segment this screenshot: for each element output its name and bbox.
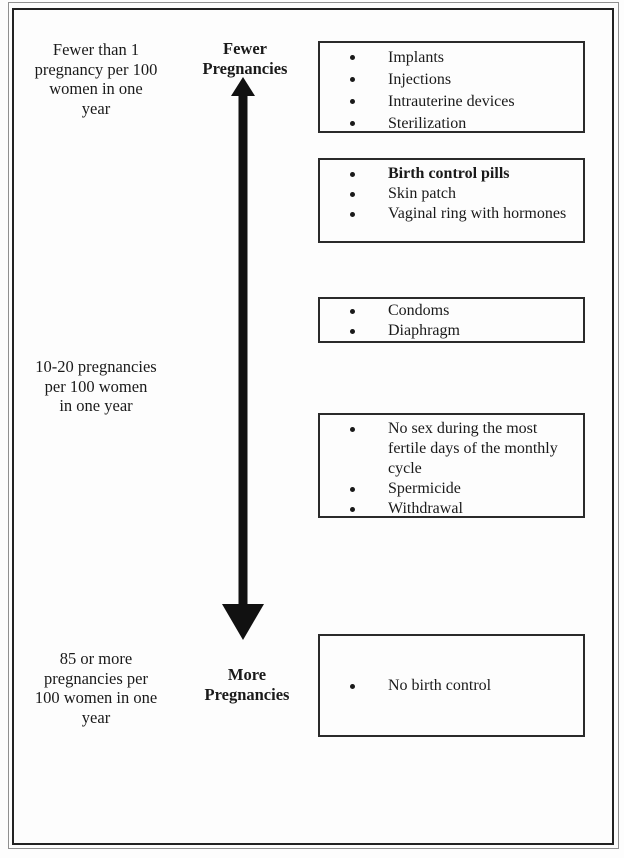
- method-list: Condoms Diaphragm: [320, 301, 583, 341]
- list-item: Diaphragm: [320, 321, 583, 341]
- method-label: Spermicide: [388, 480, 461, 497]
- bullet-icon: [350, 55, 355, 60]
- method-label: No birth control: [388, 676, 492, 694]
- bullet-icon: [350, 192, 355, 197]
- rate-label-line: pregnancy per 100: [34, 59, 158, 79]
- list-item: Intrauterine devices: [320, 91, 583, 113]
- rate-label-line: 10-20 pregnancies: [35, 357, 157, 376]
- method-label: Intrauterine devices: [388, 93, 515, 110]
- arrow-label-fewer-pregnancies: Fewer Pregnancies: [183, 39, 307, 79]
- rate-label-85-or-more: 85 or more pregnancies per 100 women in …: [20, 649, 172, 727]
- method-label: Condoms: [388, 302, 450, 319]
- rate-label-line: in one year: [59, 396, 133, 415]
- method-list: Implants Injections Intrauterine devices…: [320, 47, 583, 135]
- rate-label-line: 85 or more: [59, 649, 133, 668]
- method-label: Vaginal ring with hormones: [388, 205, 567, 222]
- list-item: Condoms: [320, 301, 583, 321]
- bullet-icon: [350, 172, 355, 177]
- rate-label-line: per 100 women: [44, 376, 148, 396]
- diagram-frame: [12, 8, 614, 845]
- list-item: Vaginal ring with hormones: [320, 204, 583, 224]
- method-label: Diaphragm: [388, 322, 460, 339]
- method-box-none: No birth control: [318, 634, 585, 737]
- method-label: Birth control pills: [388, 165, 510, 182]
- list-item: Withdrawal: [320, 499, 583, 519]
- list-item: Birth control pills: [320, 164, 583, 184]
- arrow-label-line: Pregnancies: [204, 685, 290, 704]
- rate-label-fewer-than-1: Fewer than 1 pregnancy per 100 women in …: [20, 40, 172, 118]
- method-label: Skin patch: [388, 185, 456, 202]
- bullet-icon: [350, 212, 355, 217]
- method-box-barrier: Condoms Diaphragm: [318, 297, 585, 343]
- method-box-most-effective: Implants Injections Intrauterine devices…: [318, 41, 585, 133]
- bullet-icon: [350, 427, 355, 432]
- method-label: Implants: [388, 49, 444, 66]
- method-label: No sex during the most fertile days of t…: [388, 420, 558, 477]
- bullet-icon: [350, 507, 355, 512]
- method-box-hormonal: Birth control pills Skin patch Vaginal r…: [318, 158, 585, 243]
- bullet-icon: [350, 309, 355, 314]
- method-label: Injections: [388, 71, 452, 88]
- rate-label-line: Fewer than 1: [52, 40, 140, 59]
- arrow-label-line: Pregnancies: [202, 59, 288, 78]
- bullet-icon: [350, 683, 355, 689]
- method-list: No sex during the most fertile days of t…: [320, 419, 583, 519]
- list-item: Skin patch: [320, 184, 583, 204]
- method-list: No birth control: [320, 676, 583, 696]
- bullet-icon: [350, 121, 355, 126]
- list-item: Implants: [320, 47, 583, 69]
- page-frame-outer: [8, 2, 619, 849]
- list-item: No birth control: [320, 676, 583, 696]
- rate-label-10-20: 10-20 pregnancies per 100 women in one y…: [20, 357, 172, 416]
- arrow-label-line: Fewer: [223, 39, 267, 58]
- rate-label-line: women in one: [49, 79, 143, 98]
- method-list: Birth control pills Skin patch Vaginal r…: [320, 164, 583, 224]
- rate-label-line: year: [81, 707, 111, 727]
- list-item: No sex during the most fertile days of t…: [320, 419, 583, 479]
- rate-label-line: year: [81, 98, 111, 118]
- method-label: Withdrawal: [388, 500, 463, 517]
- bullet-icon: [350, 99, 355, 104]
- bullet-icon: [350, 77, 355, 82]
- list-item: Spermicide: [320, 479, 583, 499]
- method-box-behavioral: No sex during the most fertile days of t…: [318, 413, 585, 518]
- arrow-label-line: More: [227, 665, 267, 684]
- rate-label-line: 100 women in one: [34, 688, 158, 707]
- bullet-icon: [350, 329, 355, 334]
- list-item: Sterilization: [320, 113, 583, 135]
- method-label: Sterilization: [388, 115, 467, 132]
- double-arrow-icon: [222, 77, 264, 640]
- bullet-icon: [350, 487, 355, 492]
- rate-label-line: pregnancies per: [44, 668, 148, 688]
- list-item: Injections: [320, 69, 583, 91]
- arrow-label-more-pregnancies: More Pregnancies: [185, 665, 309, 705]
